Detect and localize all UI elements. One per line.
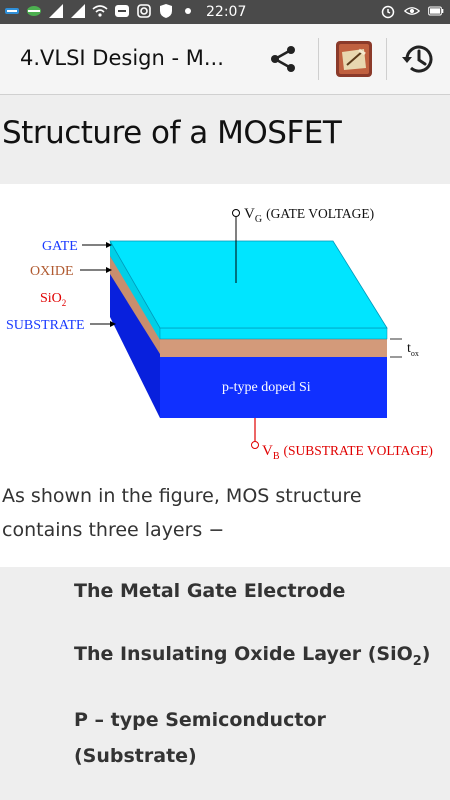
gate-top — [109, 240, 388, 329]
oxide-side — [110, 256, 160, 354]
tox-label: tox — [407, 341, 419, 358]
notes-icon — [336, 41, 372, 77]
gate-front — [159, 327, 388, 340]
eye-icon — [404, 7, 420, 15]
dot-icon — [185, 8, 191, 14]
list-item: The Insulating Oxide Layer (SiO2) — [74, 643, 431, 669]
app-bar: 4.VLSI Design - M... — [0, 24, 450, 95]
list-item: P – type Semiconductor (Substrate) — [74, 709, 326, 767]
signal-icon — [71, 4, 85, 18]
app-title: 4.VLSI Design - M... — [20, 46, 224, 70]
vb-label: VB(SUBSTRATE VOLTAGE) — [262, 443, 433, 462]
status-time: 22:07 — [206, 4, 247, 20]
substrate-front — [160, 357, 387, 418]
share-button[interactable] — [260, 36, 306, 82]
vg-terminal — [232, 209, 240, 217]
oxide-front — [160, 339, 387, 357]
alarm-icon — [381, 5, 395, 19]
toolbar-divider — [318, 38, 319, 80]
shield-icon — [160, 4, 172, 18]
sio2-label: SiO2 — [40, 291, 66, 308]
notification-icon — [5, 8, 19, 14]
gate-label: GATE — [42, 239, 78, 254]
mosfet-diagram: VG(GATE VOLTAGE) GATE OXIDE SiO2 SUBSTRA… — [6, 206, 433, 462]
article-content: Structure of a MOSFET VG(GATE VOLTAGE) G… — [0, 95, 450, 800]
status-bar: 22:07 — [0, 0, 450, 24]
mosfet-figure: VG(GATE VOLTAGE) GATE OXIDE SiO2 SUBSTRA… — [0, 184, 450, 567]
intro-paragraph: As shown in the figure, MOS structure co… — [2, 485, 362, 541]
toolbar-divider — [386, 38, 387, 80]
body-label: p-type doped Si — [222, 380, 311, 395]
list-item: The Metal Gate Electrode — [74, 580, 346, 602]
vb-terminal — [251, 441, 259, 449]
vg-label: VG(GATE VOLTAGE) — [244, 206, 374, 225]
history-icon — [402, 45, 433, 73]
wifi-icon — [92, 5, 108, 17]
app-badge-icon — [115, 5, 129, 17]
oxide-label: OXIDE — [30, 264, 74, 279]
notification-icon — [27, 6, 41, 16]
share-icon — [271, 46, 295, 72]
signal-icon — [49, 4, 63, 18]
battery-icon — [428, 6, 444, 16]
history-button[interactable] — [395, 36, 441, 82]
gate-side — [110, 241, 160, 340]
page-title: Structure of a MOSFET — [2, 115, 342, 151]
notes-button[interactable] — [331, 36, 377, 82]
substrate-label: SUBSTRATE — [6, 318, 85, 333]
instagram-icon — [137, 4, 151, 18]
